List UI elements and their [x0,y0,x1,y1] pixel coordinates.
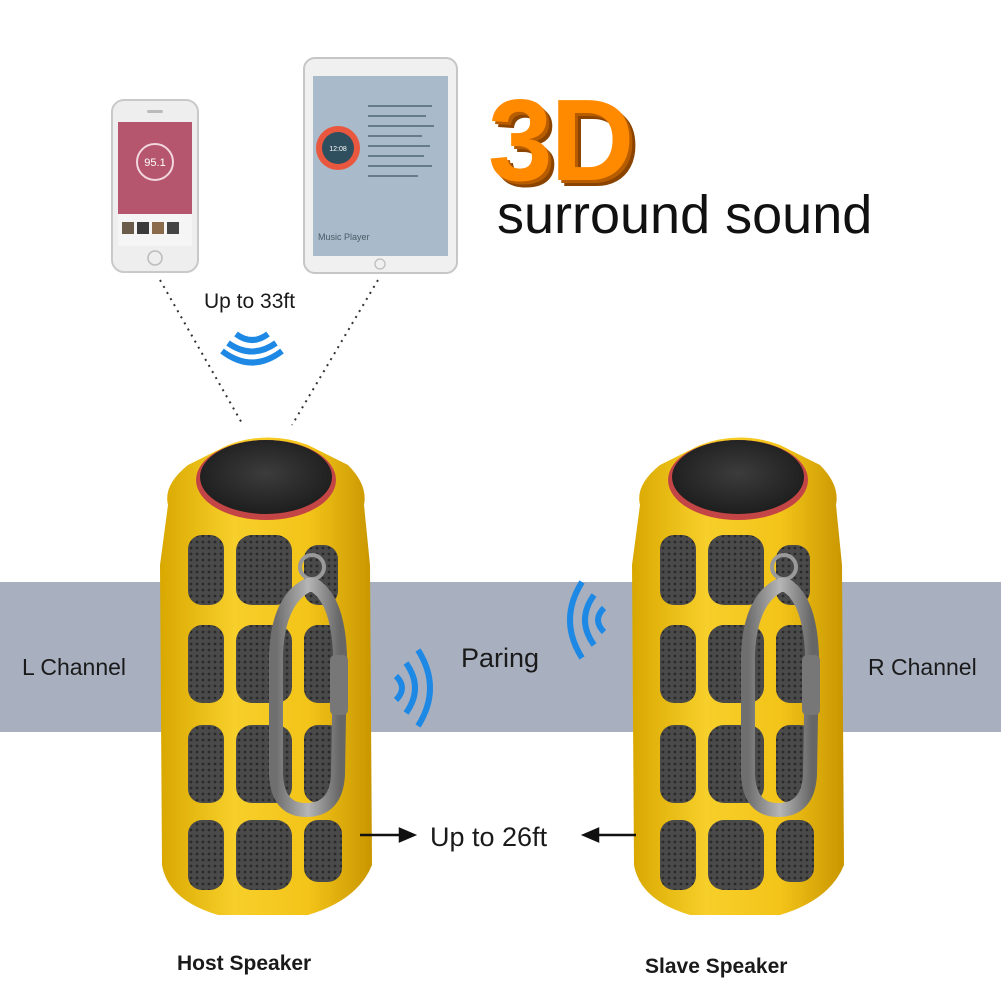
left-channel-label: L Channel [22,654,127,680]
phone-frequency: 95.1 [144,157,165,169]
connection-lines [159,279,379,426]
svg-text:12:08: 12:08 [329,146,347,153]
host-carabiner [269,553,348,818]
pairing-label: Paring [461,643,540,673]
wireless-icon-right [393,648,433,728]
phone-range-label: Up to 33ft [204,290,296,313]
host-speaker-label: Host Speaker [177,952,312,975]
smartphone: 95.1 [111,99,199,273]
wireless-icon-left [567,580,607,660]
slave-carabiner [741,553,820,818]
headline-3d: 3D [488,75,634,205]
speaker-range-label: Up to 26ft [430,822,548,852]
right-channel-label: R Channel [868,654,977,680]
distance-arrows [360,827,636,843]
wireless-icon-top [220,331,284,366]
tablet-caption: Music Player [318,232,370,242]
tablet: 12:08 Music Player [303,57,458,274]
slave-speaker-label: Slave Speaker [645,955,788,978]
headline-subtitle: surround sound [497,185,873,245]
slave-speaker [632,437,844,915]
host-speaker [160,437,372,915]
